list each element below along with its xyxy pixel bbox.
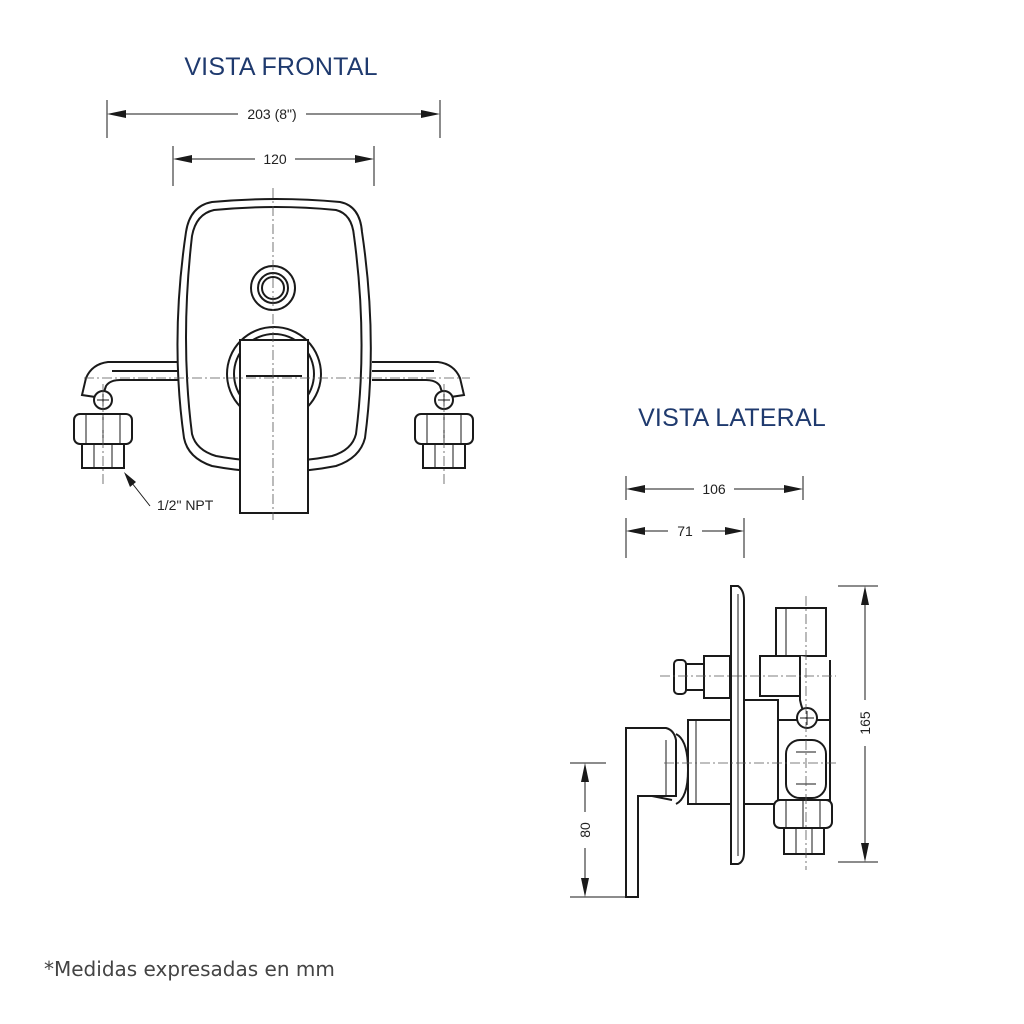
side-view: VISTA LATERAL 106 71 xyxy=(570,404,878,898)
front-view: VISTA FRONTAL 203 (8") 120 xyxy=(73,53,474,520)
thread-callout: 1/2" NPT xyxy=(124,472,214,513)
dimension-handle: 80 xyxy=(570,762,632,898)
dimension-total-depth: 106 xyxy=(625,476,804,500)
dimension-inner-width-label: 120 xyxy=(263,151,287,167)
dimension-height-label: 165 xyxy=(857,711,873,735)
thread-label: 1/2" NPT xyxy=(157,497,214,513)
dimension-total-width-label: 203 (8") xyxy=(247,106,296,122)
front-view-title: VISTA FRONTAL xyxy=(184,53,377,81)
dimension-total-depth-label: 106 xyxy=(702,481,726,497)
inlet-pipes xyxy=(80,361,466,400)
dimension-inner-width: 120 xyxy=(172,146,375,186)
side-view-title: VISTA LATERAL xyxy=(638,404,826,432)
dimension-handle-label: 80 xyxy=(577,822,593,838)
cartridge-body xyxy=(687,719,733,805)
side-lever-handle xyxy=(625,727,690,898)
dimension-height: 165 xyxy=(838,585,878,863)
side-diverter-button xyxy=(673,655,731,699)
valve-body xyxy=(743,607,831,805)
lever-handle xyxy=(239,339,309,514)
dimension-partial-depth-label: 71 xyxy=(677,523,693,539)
dimension-partial-depth: 71 xyxy=(625,518,745,558)
side-fitting xyxy=(773,799,833,855)
units-footnote: *Medidas expresadas en mm xyxy=(44,957,335,981)
dimension-total-width: 203 (8") xyxy=(106,100,441,138)
